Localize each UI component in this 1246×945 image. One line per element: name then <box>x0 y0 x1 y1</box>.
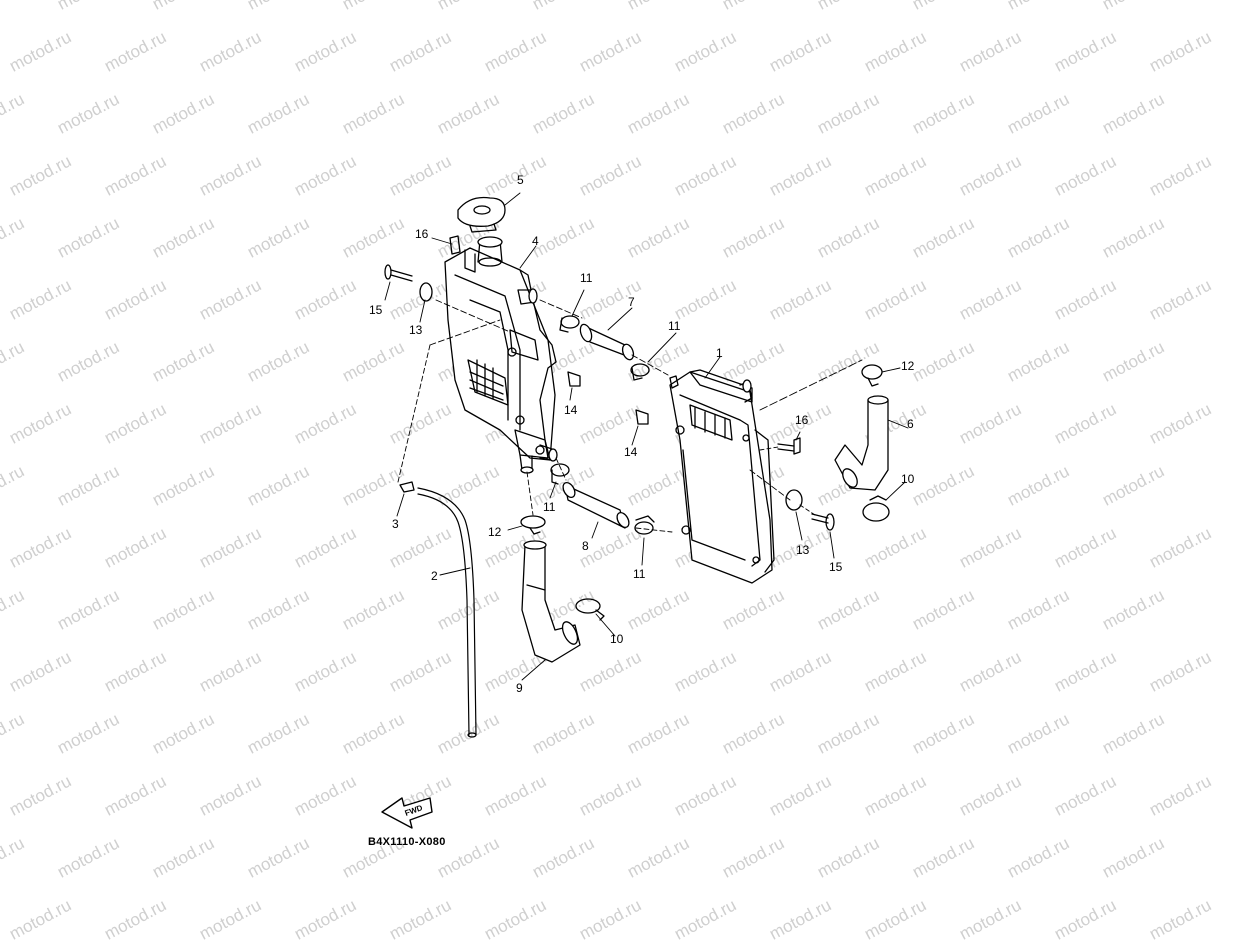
callout-16a: 16 <box>415 227 429 241</box>
leader-lines <box>384 192 909 681</box>
callout-16b: 16 <box>795 413 809 427</box>
diagram-code: B4X1110-X080 <box>368 836 446 848</box>
callout-15a: 15 <box>369 303 383 317</box>
callout-5: 5 <box>517 173 524 187</box>
callout-11c: 11 <box>543 500 556 514</box>
hose-6 <box>834 395 889 491</box>
breather-pipe <box>417 487 477 738</box>
callout-2: 2 <box>431 569 438 583</box>
callout-12a: 12 <box>488 525 502 539</box>
callout-1: 1 <box>716 346 723 360</box>
left-radiator <box>444 236 558 474</box>
callout-10b: 10 <box>901 472 915 486</box>
callout-11a: 11 <box>580 271 593 285</box>
radiator-cap <box>457 196 506 233</box>
hose-8 <box>562 481 630 529</box>
callout-12b: 12 <box>901 359 915 373</box>
callout-6: 6 <box>907 417 914 431</box>
callout-7: 7 <box>628 295 635 309</box>
callout-9: 9 <box>516 681 523 695</box>
callout-13a: 13 <box>409 323 423 337</box>
clip-3 <box>399 481 415 493</box>
hose-clamps <box>550 315 655 535</box>
callout-11d: 11 <box>633 567 646 581</box>
hose-9 <box>521 540 581 663</box>
fwd-arrow-icon: FWD <box>381 797 433 829</box>
band-clamps <box>520 364 890 621</box>
callout-11b: 11 <box>668 319 681 333</box>
callout-13b: 13 <box>796 543 810 557</box>
callout-15b: 15 <box>829 560 843 574</box>
callout-8: 8 <box>582 539 589 553</box>
callout-14a: 14 <box>564 403 578 417</box>
callout-10a: 10 <box>610 632 624 646</box>
callout-4: 4 <box>532 234 539 248</box>
right-radiator <box>669 369 775 584</box>
callout-14b: 14 <box>624 445 638 459</box>
hose-7 <box>579 323 635 361</box>
callout-3: 3 <box>392 517 399 531</box>
